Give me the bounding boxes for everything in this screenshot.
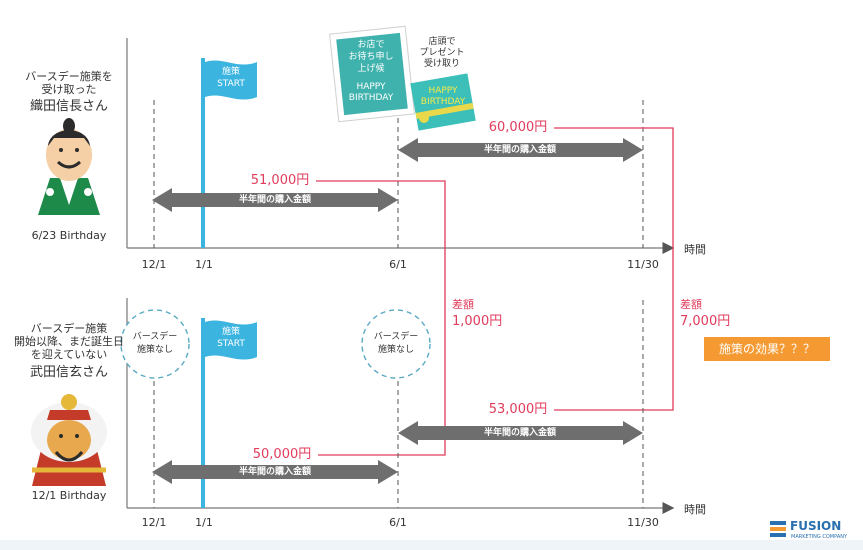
bar-label-before-top: 半年間の購入金額 — [238, 195, 311, 205]
no-campaign-right-line2: 施策なし — [377, 345, 414, 355]
amount-after-bottom: 53,000円 — [488, 402, 548, 417]
duration-arrow-before-bottom — [152, 460, 398, 484]
store-card-line1: お店で — [357, 40, 385, 50]
axis-label-time-top: 時間 — [684, 243, 706, 256]
diff-value-right: 7,000円 — [680, 314, 731, 329]
store-card-line3: 上げ候 — [357, 64, 385, 74]
store-card-birthday: BIRTHDAY — [348, 93, 394, 103]
no-campaign-circle-left — [120, 309, 190, 379]
tick-1-1-bottom: 1/1 — [195, 516, 213, 529]
duration-arrow-after-top — [398, 138, 643, 162]
tick-11-30-top: 11/30 — [627, 258, 659, 271]
person1-birthday: 6/23 Birthday — [31, 229, 107, 242]
gift-card-birthday: BIRTHDAY — [420, 97, 466, 107]
person2-caption-line3: を迎えていない — [30, 348, 108, 361]
diff-label-right: 差額 — [680, 298, 702, 311]
gift-caption-line2: プレゼント — [419, 48, 465, 58]
flag-cloth-bottom — [205, 320, 257, 360]
bar-label-after-bottom: 半年間の購入金額 — [483, 428, 556, 438]
flag-text-bottom-line2: START — [217, 339, 245, 349]
flag-text-top-line1: 施策 — [221, 67, 240, 77]
fusion-logo-mark — [770, 521, 786, 537]
gift-card-illustration — [410, 73, 476, 131]
effect-question-badge: 施策の効果？？？ — [704, 337, 830, 361]
connector-before-top — [316, 180, 446, 456]
tick-12-1-top: 12/1 — [141, 258, 167, 271]
store-card-illustration — [329, 25, 415, 123]
store-card-line2: お待ち申し — [348, 52, 394, 62]
tick-12-1-bottom: 12/1 — [141, 516, 167, 529]
duration-arrow-after-bottom — [398, 421, 643, 445]
gift-caption-line3: 受け取り — [423, 59, 460, 69]
store-card-happy: HAPPY — [356, 82, 386, 92]
duration-arrow-before-top — [152, 188, 398, 212]
amount-before-bottom: 50,000円 — [252, 447, 312, 462]
gift-caption-line1: 店頭で — [428, 37, 456, 47]
tick-11-30-bottom: 11/30 — [627, 516, 659, 529]
person1-caption-line2: 受け取った — [41, 83, 97, 96]
person-shingen-avatar — [31, 394, 107, 486]
amount-after-top: 60,000円 — [488, 120, 548, 135]
flag-text-bottom-line1: 施策 — [221, 327, 240, 337]
gift-card-happy: HAPPY — [428, 86, 458, 96]
connector-after-top — [554, 127, 674, 411]
person-nobunaga-avatar — [38, 118, 100, 215]
tick-6-1-bottom: 6/1 — [389, 516, 407, 529]
bar-label-before-bottom: 半年間の購入金額 — [238, 467, 311, 477]
timeline-bottom — [120, 298, 675, 514]
no-campaign-circle-right — [361, 309, 431, 379]
bar-label-after-top: 半年間の購入金額 — [483, 145, 556, 155]
diff-label-left: 差額 — [452, 298, 474, 311]
no-campaign-left-line1: バースデー — [132, 332, 178, 342]
person1-caption-line1: バースデー施策を — [25, 70, 113, 83]
tick-1-1-top: 1/1 — [195, 258, 213, 271]
timeline-top — [126, 38, 675, 456]
no-campaign-left-line2: 施策なし — [136, 345, 173, 355]
flag-text-top-line2: START — [217, 79, 245, 89]
axis-label-time-bottom: 時間 — [684, 503, 706, 516]
person2-caption-line1: バースデー施策 — [30, 322, 108, 335]
person1-name: 織田信長さん — [29, 99, 108, 114]
flag-cloth-top — [205, 60, 257, 100]
person2-birthday: 12/1 Birthday — [31, 489, 107, 502]
logo-tagline: MARKETING COMPANY — [791, 534, 848, 540]
person2-name: 武田信玄さん — [29, 365, 108, 380]
diff-value-left: 1,000円 — [452, 314, 503, 329]
no-campaign-right-line1: バースデー — [373, 332, 419, 342]
tick-6-1-top: 6/1 — [389, 258, 407, 271]
amount-before-top: 51,000円 — [250, 173, 310, 188]
person2-caption-line2: 開始以降、まだ誕生日 — [14, 335, 124, 348]
logo-name: FUSION — [790, 519, 842, 533]
